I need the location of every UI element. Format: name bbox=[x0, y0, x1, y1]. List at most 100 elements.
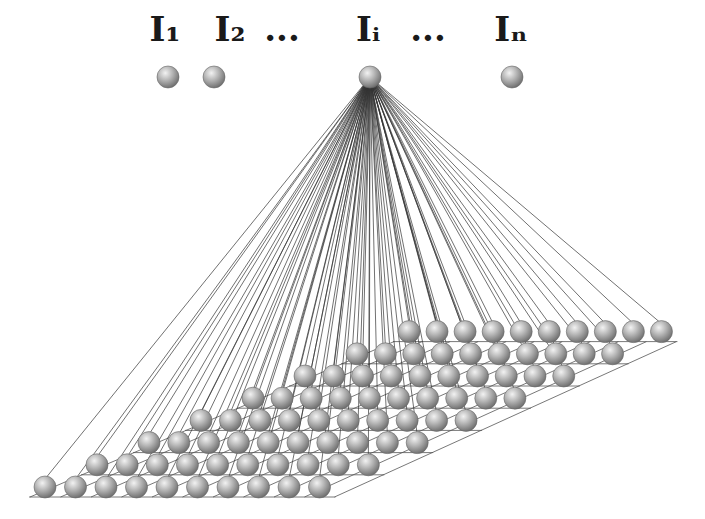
map-neuron bbox=[34, 476, 56, 498]
connection-line bbox=[370, 77, 499, 346]
map-neuron bbox=[86, 454, 108, 476]
map-neuron bbox=[227, 432, 249, 454]
map-neuron bbox=[267, 454, 289, 476]
connection-line bbox=[76, 77, 371, 479]
map-neuron bbox=[467, 365, 489, 387]
connection-line bbox=[319, 77, 370, 412]
grid-line bbox=[61, 342, 423, 497]
map-neuron bbox=[219, 409, 241, 431]
map-neuron bbox=[622, 321, 644, 343]
map-neuron bbox=[249, 409, 271, 431]
input-neuron bbox=[359, 66, 381, 88]
connection-line bbox=[363, 77, 371, 368]
connection-line bbox=[334, 77, 370, 368]
grid-line bbox=[183, 342, 535, 497]
input-label: Iᵢ bbox=[356, 12, 380, 46]
connection-line bbox=[97, 77, 370, 457]
connection-line bbox=[357, 77, 370, 346]
map-neuron bbox=[357, 454, 379, 476]
grid-line bbox=[213, 342, 562, 497]
connection-line bbox=[370, 77, 414, 346]
connection-line bbox=[106, 77, 370, 479]
connection-line bbox=[149, 77, 370, 435]
map-neuron bbox=[176, 454, 198, 476]
input-label: I₁ bbox=[150, 12, 181, 46]
connection-line bbox=[370, 77, 465, 324]
map-neuron bbox=[553, 365, 575, 387]
map-neuron bbox=[190, 409, 212, 431]
input-label: Iₙ bbox=[494, 12, 528, 46]
connection-line bbox=[370, 77, 556, 346]
map-neuron bbox=[510, 321, 532, 343]
connection-line bbox=[370, 77, 486, 390]
map-neuron bbox=[116, 454, 138, 476]
connection-line bbox=[311, 77, 370, 390]
map-neuron bbox=[488, 343, 510, 365]
connection-line bbox=[157, 77, 370, 457]
map-neuron bbox=[482, 321, 504, 343]
map-neuron bbox=[300, 387, 322, 409]
connection-line bbox=[228, 77, 370, 479]
map-neuron bbox=[374, 343, 396, 365]
connection-line bbox=[370, 77, 385, 346]
grid-line bbox=[274, 342, 618, 497]
map-neuron bbox=[237, 454, 259, 476]
connection-line bbox=[370, 77, 564, 368]
map-neuron bbox=[248, 476, 270, 498]
map-neuron bbox=[257, 432, 279, 454]
connection-line bbox=[230, 77, 370, 412]
connection-line bbox=[238, 77, 370, 435]
grid-line bbox=[30, 342, 394, 497]
map-neuron bbox=[217, 476, 239, 498]
map-neuron bbox=[426, 409, 448, 431]
map-neuron bbox=[460, 343, 482, 365]
map-neuron bbox=[406, 432, 428, 454]
connection-line bbox=[370, 77, 478, 368]
map-neuron bbox=[271, 387, 293, 409]
connection-line bbox=[201, 77, 370, 412]
map-neuron bbox=[475, 387, 497, 409]
map-neuron bbox=[650, 321, 672, 343]
grid-line bbox=[152, 342, 506, 497]
connection-line bbox=[370, 77, 549, 324]
map-neuron bbox=[337, 409, 359, 431]
map-neuron bbox=[297, 454, 319, 476]
map-neuron bbox=[594, 321, 616, 343]
map-neuron bbox=[309, 476, 331, 498]
map-neuron bbox=[327, 454, 349, 476]
connection-line bbox=[370, 77, 515, 390]
map-neuron bbox=[198, 432, 220, 454]
map-neuron bbox=[516, 343, 538, 365]
map-neuron bbox=[403, 343, 425, 365]
map-neuron bbox=[317, 432, 339, 454]
connection-line bbox=[370, 77, 584, 346]
map-neuron bbox=[388, 387, 410, 409]
input-label: ... bbox=[264, 12, 300, 46]
map-neuron bbox=[187, 476, 209, 498]
map-neuron bbox=[398, 321, 420, 343]
connection-line bbox=[370, 77, 391, 368]
map-neuron bbox=[495, 365, 517, 387]
connection-line bbox=[260, 77, 370, 412]
map-neuron bbox=[287, 432, 309, 454]
map-neuron bbox=[323, 365, 345, 387]
map-neuron bbox=[454, 321, 476, 343]
input-neuron bbox=[501, 66, 523, 88]
connection-line bbox=[209, 77, 370, 435]
connection-line bbox=[179, 77, 370, 435]
connection-line bbox=[370, 77, 409, 324]
map-neuron bbox=[278, 476, 300, 498]
connection-line bbox=[289, 77, 370, 479]
connection-line bbox=[370, 77, 399, 390]
connection-line bbox=[167, 77, 370, 479]
map-neuron bbox=[380, 365, 402, 387]
map-neuron bbox=[138, 432, 160, 454]
grid-line bbox=[305, 342, 647, 497]
connection-line bbox=[198, 77, 371, 479]
connection-line bbox=[370, 77, 613, 346]
map-neuron bbox=[329, 387, 351, 409]
map-neuron bbox=[294, 365, 316, 387]
input-label: ... bbox=[410, 12, 446, 46]
connection-line bbox=[370, 77, 535, 368]
